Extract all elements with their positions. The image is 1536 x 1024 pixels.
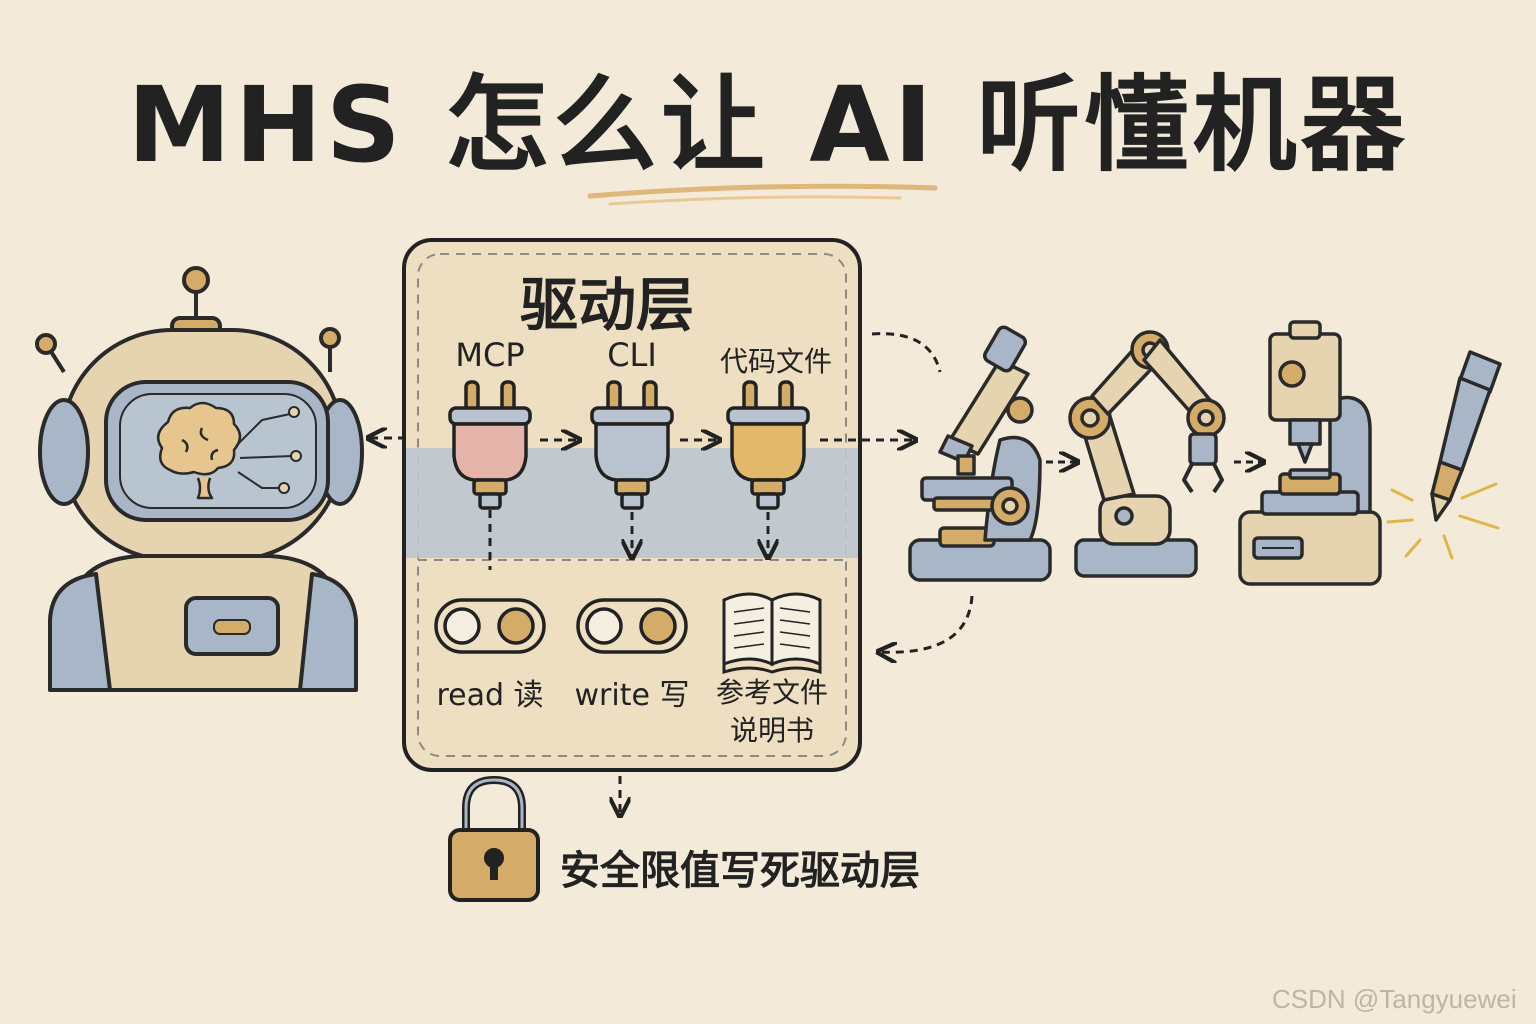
manual-book-icon	[722, 592, 822, 675]
safety-note: 安全限值写死驱动层	[560, 848, 920, 894]
lock-icon	[448, 775, 540, 902]
driver-layer-title: 驱动层	[520, 271, 695, 339]
cli-plug-icon	[590, 380, 674, 510]
read-toggle-icon	[434, 598, 546, 654]
brain-icon	[156, 401, 242, 500]
function-label-read: read 读	[436, 678, 544, 713]
interface-plugs	[448, 380, 810, 510]
page-title: MHS 怎么让 AI 听懂机器	[127, 64, 1409, 186]
feedback-arrow-top	[871, 332, 942, 373]
write-toggle-icon	[576, 598, 688, 654]
cnc-machine-illustration	[1238, 320, 1382, 586]
title-underline-2	[608, 195, 902, 206]
interface-label-cli: CLI	[607, 336, 657, 374]
soldering-iron-illustration	[1386, 350, 1502, 560]
robot-illustration	[35, 266, 364, 692]
mcp-plug-icon	[448, 380, 532, 510]
feedback-arrow-bottom	[880, 595, 974, 652]
microscope-illustration	[908, 325, 1052, 582]
watermark: CSDN @Tangyuewei	[1272, 984, 1517, 1014]
function-label-manual: 参考文件 说明书	[715, 676, 828, 747]
code-file-plug-icon	[726, 380, 810, 510]
interface-label-mcp: MCP	[455, 336, 525, 374]
title-underline	[587, 183, 938, 199]
robot-arm-illustration	[1068, 330, 1226, 578]
interface-label-code-file: 代码文件	[719, 345, 832, 378]
function-label-write: write 写	[574, 678, 690, 713]
